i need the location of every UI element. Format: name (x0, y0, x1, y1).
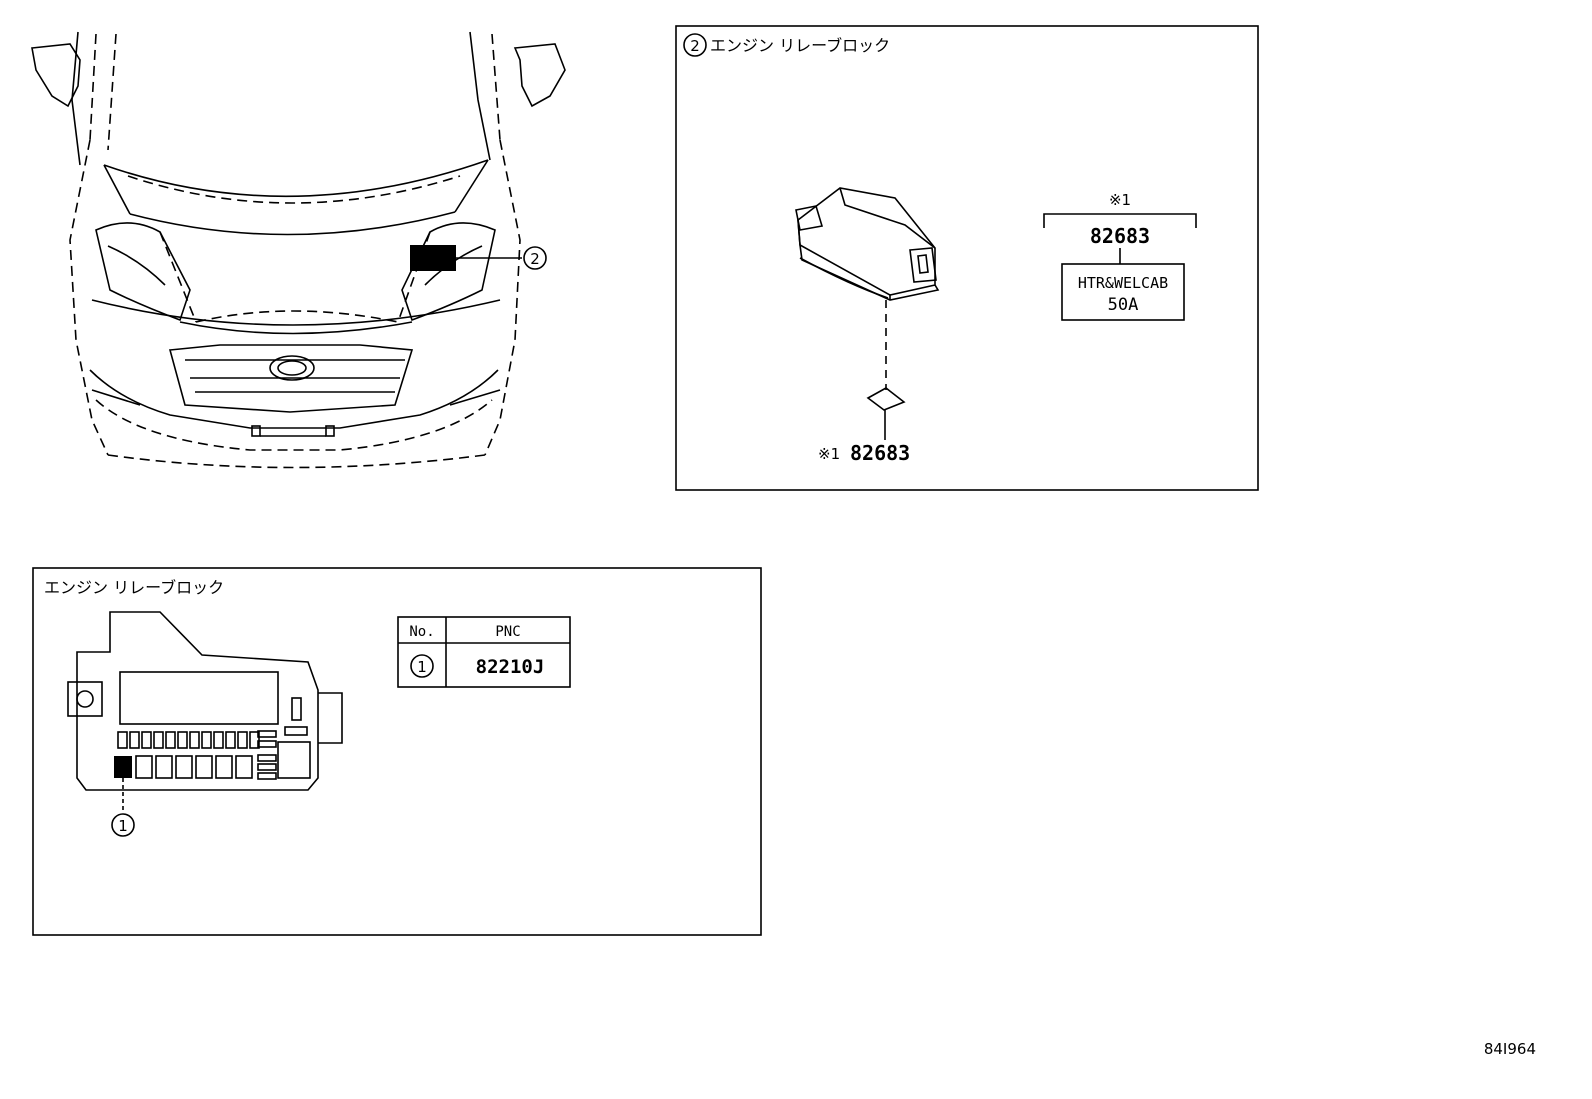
callout-circle-1 (111, 813, 135, 837)
panel-title: エンジン リレーブロック (710, 36, 890, 55)
table-header-no: No. (409, 624, 434, 640)
relay-block-top-view (67, 611, 343, 791)
callout-circle-2 (523, 246, 547, 270)
table-row-no: 1 (417, 658, 427, 676)
callout-number-1: 1 (118, 817, 128, 835)
fuse-position-marker-1 (114, 756, 132, 778)
top-mark: ※1 (1109, 191, 1131, 209)
relay-block-panel-frame (675, 25, 1259, 491)
bottom-mark: ※1 (818, 445, 840, 463)
fuse-label-line2: 50A (1108, 295, 1139, 315)
relay-block-location-marker (410, 245, 456, 271)
top-part-number: 82683 (1090, 224, 1150, 248)
callout-number-2: 2 (530, 250, 540, 268)
layout-panel-frame (32, 567, 762, 936)
top-bracket (1043, 213, 1197, 228)
panel-title-number: 2 (690, 37, 700, 55)
table-row-pnc: 82210J (476, 656, 545, 678)
fuse-label-box (1061, 263, 1185, 321)
parts-table (397, 616, 571, 688)
fuse-label-line1: HTR&WELCAB (1078, 274, 1168, 292)
figure-id: 84I964 (1484, 1040, 1536, 1058)
table-row-no-circle (410, 654, 434, 678)
relay-block-cover-illustration (795, 187, 940, 301)
bottom-part-number: 82683 (850, 441, 910, 465)
label-sheet-icon (866, 387, 906, 411)
layout-panel-title: エンジン リレーブロック (44, 578, 224, 597)
table-header-pnc: PNC (495, 624, 520, 640)
panel-title-circle (683, 33, 707, 57)
car-front-illustration (31, 31, 566, 469)
